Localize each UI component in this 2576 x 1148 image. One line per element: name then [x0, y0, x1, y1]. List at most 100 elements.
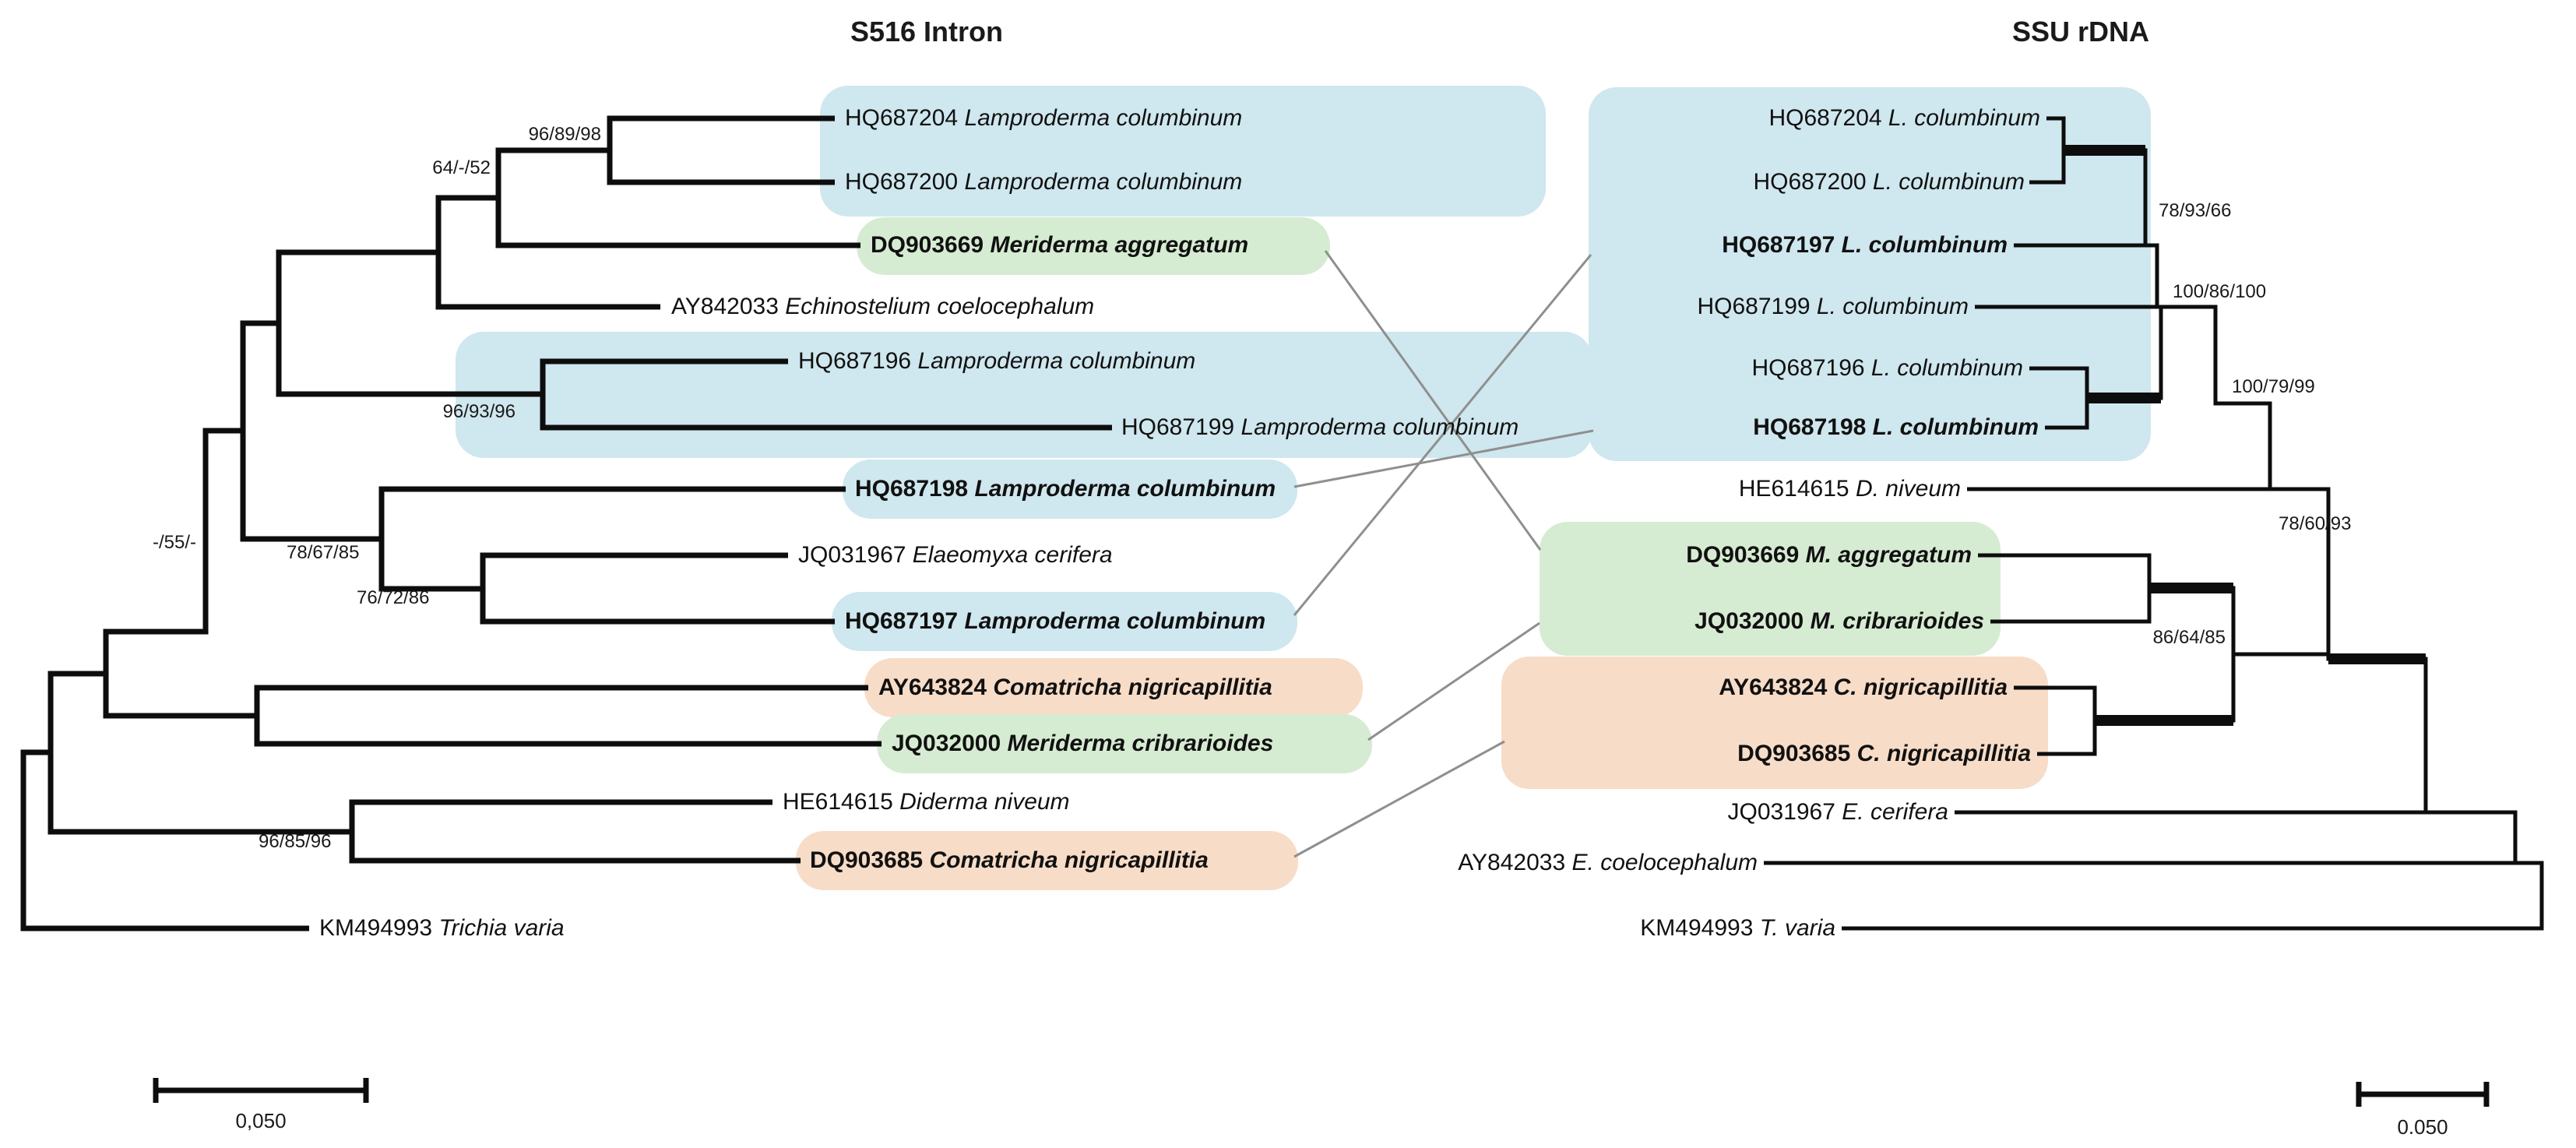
taxon-label-DQ903685: DQ903685 C. nigricapillitia	[1737, 741, 2031, 767]
accession: HE614615	[783, 789, 893, 815]
species-name: M. cribrarioides	[1810, 608, 1984, 634]
species-name: Diderma niveum	[899, 789, 1070, 815]
highlight-box	[820, 86, 1546, 217]
highlight-box	[857, 217, 1330, 275]
connector-line-HQ687198	[1293, 429, 1594, 488]
taxon-label-AY842033: AY842033 Echinostelium coelocephalum	[671, 294, 1094, 320]
support-value: 100/86/100	[2173, 281, 2267, 302]
accession: AY842033	[1458, 850, 1566, 875]
taxon-label-HQ687199: HQ687199 L. columbinum	[1697, 294, 1969, 320]
right-scale-bar	[2356, 1082, 2490, 1107]
accession: HQ687197	[1722, 232, 1835, 258]
species-name: M. aggregatum	[1805, 542, 1972, 568]
taxon-label-HE614615: HE614615 D. niveum	[1739, 476, 1961, 502]
highlight-box	[1501, 657, 2048, 789]
accession: DQ903669	[1686, 542, 1800, 568]
taxon-label-HE614615: HE614615 Diderma niveum	[783, 789, 1070, 815]
accession: DQ903685	[1737, 741, 1851, 766]
left-tree-title: S516 Intron	[850, 16, 1004, 48]
taxon-label-JQ032000: JQ032000 Meriderma cribrarioides	[892, 731, 1273, 757]
accession: HE614615	[1738, 476, 1849, 502]
accession: JQ032000	[1694, 608, 1804, 634]
taxon-label-JQ031967: JQ031967 Elaeomyxa cerifera	[798, 542, 1113, 569]
species-name: Comatricha nigricapillitia	[929, 847, 1209, 873]
left-tree-branches	[20, 115, 1112, 931]
species-name: Elaeomyxa cerifera	[912, 542, 1113, 568]
species-name: Lamproderma columbinum	[964, 105, 1243, 131]
species-name: L. columbinum	[1872, 169, 2025, 195]
species-name: L. columbinum	[1816, 294, 1969, 319]
species-name: T. varia	[1759, 915, 1835, 941]
taxon-label-DQ903669: DQ903669 M. aggregatum	[1686, 542, 1972, 569]
right-scale-bar-label: 0.050	[2397, 1115, 2448, 1139]
accession: AY643824	[1719, 674, 1828, 700]
species-name: Lamproderma columbinum	[964, 608, 1266, 634]
species-name: Meriderma cribrarioides	[1007, 731, 1274, 756]
accession: HQ687204	[1768, 105, 1882, 131]
highlight-box	[832, 592, 1297, 651]
left-scale-bar	[153, 1078, 369, 1103]
species-name: Meriderma aggregatum	[990, 232, 1249, 258]
support-value: 78/67/85	[287, 542, 360, 563]
taxon-label-AY842033: AY842033 E. coelocephalum	[1458, 850, 1758, 876]
accession: HQ687196	[1751, 355, 1865, 381]
accession: JQ031967	[798, 542, 906, 568]
right-tree-branches	[1764, 116, 2544, 931]
taxon-label-HQ687204: HQ687204 L. columbinum	[1768, 105, 2040, 132]
species-name: Comatricha nigricapillitia	[993, 674, 1272, 700]
species-name: C. nigricapillitia	[1856, 741, 2031, 766]
highlight-box	[796, 831, 1298, 890]
accession: JQ032000	[892, 731, 1001, 756]
accession: HQ687200	[845, 169, 959, 195]
taxon-label-HQ687200: HQ687200 L. columbinum	[1753, 169, 2025, 195]
support-value: 78/93/66	[2159, 200, 2232, 221]
taxon-label-HQ687196: HQ687196 Lamproderma columbinum	[798, 348, 1195, 375]
taxon-label-HQ687199: HQ687199 Lamproderma columbinum	[1121, 414, 1519, 441]
support-value: 100/79/99	[2232, 376, 2315, 397]
species-name: Lamproderma columbinum	[1240, 414, 1519, 440]
support-value: 64/-/52	[432, 157, 491, 178]
accession: HQ687198	[855, 476, 969, 502]
taxon-label-JQ032000: JQ032000 M. cribrarioides	[1694, 608, 1984, 635]
species-name: Lamproderma columbinum	[917, 348, 1196, 374]
support-value: 96/89/98	[528, 124, 601, 145]
support-value: 96/93/96	[442, 401, 516, 422]
species-name: C. nigricapillitia	[1833, 674, 2008, 700]
connector-line-DQ903685	[1293, 740, 1505, 858]
taxon-label-AY643824: AY643824 Comatricha nigricapillitia	[878, 674, 1272, 701]
support-value: -/55/-	[152, 532, 196, 553]
species-name: L. columbinum	[1888, 105, 2040, 131]
right-tree-thick-branches	[2064, 145, 2426, 726]
species-name: D. niveum	[1855, 476, 1961, 502]
accession: AY842033	[671, 294, 779, 319]
species-name: L. columbinum	[1872, 414, 2039, 440]
support-value: 96/85/96	[259, 831, 332, 852]
highlight-box	[1589, 87, 2151, 461]
accession: KM494993	[319, 915, 433, 941]
accession: HQ687204	[845, 105, 959, 131]
right-tree-title: SSU rDNA	[2011, 16, 2150, 48]
taxon-label-AY643824: AY643824 C. nigricapillitia	[1719, 674, 2008, 701]
support-value: 78/60/93	[2279, 513, 2352, 534]
accession: HQ687197	[845, 608, 959, 634]
connector-line-DQ903669	[1324, 250, 1542, 551]
connector-line-JQ032000	[1367, 622, 1540, 741]
accession: AY643824	[878, 674, 987, 700]
species-name: Echinostelium coelocephalum	[785, 294, 1095, 319]
accession: HQ687200	[1753, 169, 1867, 195]
highlight-box	[456, 332, 1592, 458]
accession: DQ903669	[871, 232, 984, 258]
species-name: Lamproderma columbinum	[974, 476, 1276, 502]
taxon-label-DQ903669: DQ903669 Meriderma aggregatum	[871, 232, 1248, 259]
accession: DQ903685	[810, 847, 924, 873]
accession: HQ687198	[1753, 414, 1867, 440]
accession: KM494993	[1640, 915, 1754, 941]
support-value: 76/72/86	[357, 587, 430, 608]
accession: JQ031967	[1727, 799, 1835, 825]
taxon-label-JQ031967: JQ031967 E. cerifera	[1727, 799, 1948, 826]
taxon-label-HQ687198: HQ687198 Lamproderma columbinum	[855, 476, 1276, 502]
taxon-label-HQ687204: HQ687204 Lamproderma columbinum	[845, 105, 1242, 132]
